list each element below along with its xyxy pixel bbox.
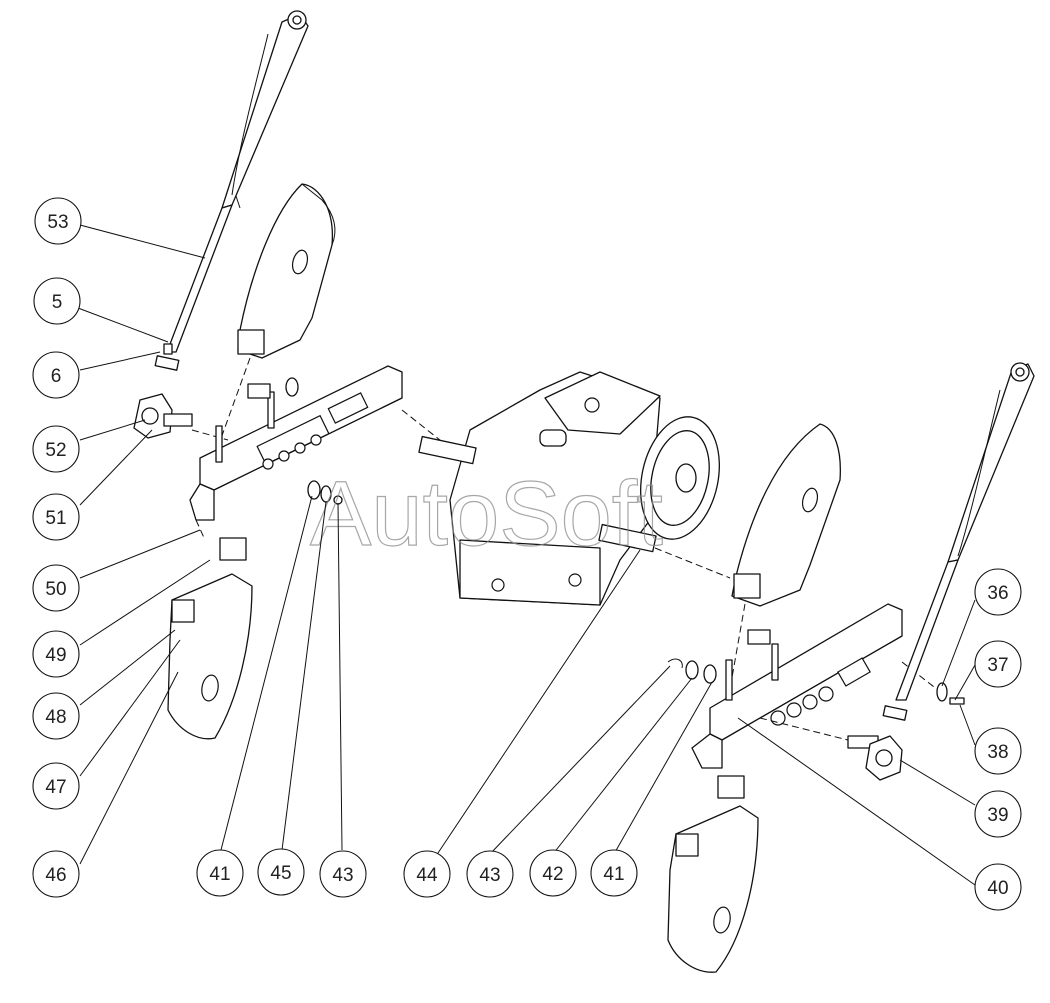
svg-text:37: 37 [987,655,1008,676]
callout-53: 53 [34,197,82,245]
svg-text:51: 51 [45,508,66,529]
callout-38: 38 [974,727,1022,775]
callout-46: 46 [32,850,80,898]
callout-45: 45 [257,848,305,896]
svg-text:40: 40 [987,878,1008,899]
svg-text:43: 43 [479,865,500,886]
callout-5: 5 [33,277,81,325]
left-crank-arm [154,10,309,371]
callout-51: 51 [32,493,80,541]
callout-42: 42 [529,849,577,897]
svg-text:41: 41 [209,864,230,885]
callout-48: 48 [32,692,80,740]
svg-text:49: 49 [45,645,66,666]
svg-text:38: 38 [987,742,1008,763]
callout-6: 6 [32,351,80,399]
right-crank-arm [882,362,1035,721]
callout-50: 50 [32,564,80,612]
svg-text:52: 52 [45,440,66,461]
callout-37: 37 [974,640,1022,688]
center-gearbox [418,371,731,606]
leader-lines [77,224,976,886]
callout-36: 36 [974,568,1022,616]
svg-text:42: 42 [542,864,563,885]
callout-47: 47 [32,762,80,810]
svg-text:5: 5 [52,292,63,313]
left-beam [189,365,451,541]
callout-49: 49 [32,630,80,678]
lower-right-counterweight [667,775,759,973]
svg-text:53: 53 [47,212,68,233]
callout-43-right: 43 [466,850,514,898]
right-stub-axle [759,717,903,781]
left-stub-axle [133,393,229,441]
right-beam [691,603,939,769]
svg-text:46: 46 [45,865,66,886]
callout-39: 39 [974,790,1022,838]
svg-text:45: 45 [270,863,291,884]
svg-text:41: 41 [603,864,624,885]
svg-text:36: 36 [987,583,1008,604]
callout-52: 52 [32,425,80,473]
callout-40: 40 [974,863,1022,911]
upper-left-counterweight [214,183,336,456]
svg-text:50: 50 [45,579,66,600]
lower-left-counterweight [167,537,253,740]
svg-text:44: 44 [416,865,438,886]
svg-text:39: 39 [987,805,1008,826]
svg-text:6: 6 [51,366,62,387]
watermark-text: AutoSoft [310,463,663,565]
callout-41-left: 41 [196,849,244,897]
callout-41-right: 41 [590,849,638,897]
svg-text:48: 48 [45,707,66,728]
callout-44: 44 [403,850,451,898]
left-washer-nut-set [285,377,343,505]
right-washer-nut-set [667,658,965,705]
svg-text:43: 43 [332,865,353,886]
svg-text:47: 47 [45,777,66,798]
callout-43-left: 43 [319,850,367,898]
